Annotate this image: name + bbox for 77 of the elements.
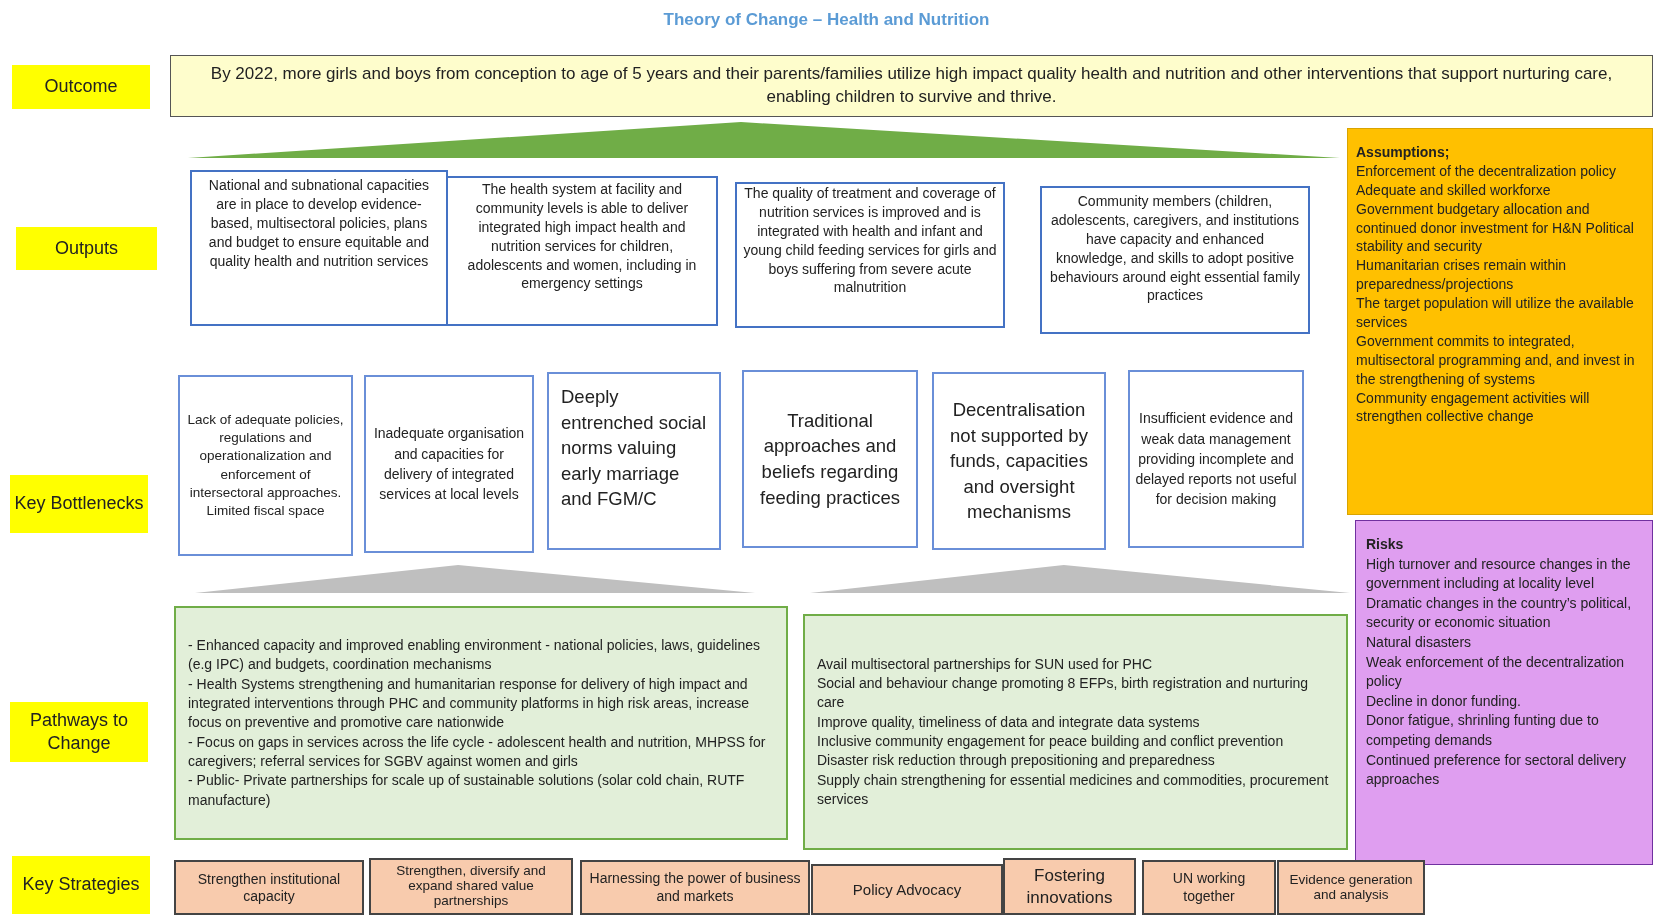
strategy-box — [1277, 860, 1425, 915]
output-box — [190, 170, 448, 326]
box-text: National and subnational capacities are in place to develop evidence-based, multisectoral policies, plans and budget to ensure equitable and quality health and nutrition services — [207, 176, 431, 271]
box-text: Improve quality, timeliness of data and integrate data systems — [817, 712, 1201, 732]
diagram-title: Theory of Change – Health and Nutrition — [663, 10, 990, 30]
row-label — [12, 856, 150, 914]
strategy-box — [580, 860, 810, 915]
pathway-box — [174, 606, 788, 840]
box-text: Donor fatigue, shrinling funting due to competing demands — [1366, 711, 1600, 750]
bottleneck-box — [547, 372, 721, 550]
box-text: Avail multisectoral partnerships for SUN used for PHC — [817, 654, 1154, 674]
strategy-box — [369, 858, 573, 915]
outcome-box — [170, 55, 1653, 117]
box-text: Humanitarian crises remain within preparedness/projections — [1356, 256, 1568, 295]
row-label-text: Outcome — [43, 76, 119, 98]
row-label-text: Pathways to Change — [28, 708, 130, 755]
box-text: - Enhanced capacity and improved enabling environment - national policies, laws, guidelines (e.g IPC) and budgets, coordination mechanisms — [188, 636, 761, 675]
output-box — [735, 182, 1005, 328]
box-text: Government budgetary allocation and continued donor investment for H&N Political stability and security — [1356, 199, 1635, 257]
box-text: Community members (children, adolescents, caregivers, and institutions have capacity and enhanced knowledge, and skills to adopt positive behaviours around eight essential family practices — [1050, 192, 1300, 306]
box-text: Community engagement activities will strengthen collective change — [1356, 388, 1591, 427]
box-text: UN working together — [1171, 870, 1247, 905]
strategy-box — [1003, 858, 1136, 915]
box-text: Insufficient evidence and weak data management providing incomplete and delayed reports not useful for decision making — [1134, 409, 1298, 510]
row-label-text: Key Strategies — [21, 873, 141, 897]
box-text: Weak enforcement of the decentralization policy — [1366, 652, 1626, 692]
box-text: - Health Systems strengthening and humanitarian response for delivery of high impact and integrated interventions through PHC and community platforms in high risk areas, increase focus on preventive and promotive care nationwide — [188, 674, 751, 733]
bottleneck-box — [742, 370, 918, 548]
row-label — [12, 65, 150, 109]
box-text: Fostering innovations — [1025, 865, 1114, 908]
box-text: Inadequate organisation and capacities for delivery of integrated services at local levels — [372, 424, 526, 505]
bottleneck-box — [178, 375, 353, 556]
box-text: Social and behaviour change promoting 8 EFPs, birth registration and nurturing care — [817, 674, 1310, 713]
output-box — [1040, 186, 1310, 334]
box-text: Policy Advocacy — [851, 880, 963, 899]
box-text: Continued preference for sectoral delivery approaches — [1366, 750, 1627, 790]
box-text: Decline in donor funding. — [1366, 691, 1522, 711]
box-text: Dramatic changes in the country’s political, security or economic situation — [1366, 593, 1633, 633]
box-text: Government commits to integrated, multisectoral programming and, and invest in the strengthening of systems — [1356, 331, 1636, 389]
box-text: Enforcement of the decentralization policy — [1356, 161, 1617, 181]
box-text: Disaster risk reduction through prepositioning and preparedness — [817, 751, 1216, 771]
strategy-box — [174, 860, 364, 915]
box-text: Deeply entrenched social norms valuing early marriage and FGM/C — [561, 385, 707, 512]
box-text: - Public- Private partnerships for scale up of sustainable solutions (solar cold chain, RUTF manufacture) — [188, 771, 746, 810]
box-text: Evidence generation and analysis — [1288, 872, 1414, 903]
row-label-text: Outputs — [53, 237, 119, 260]
box-text: Natural disasters — [1366, 632, 1473, 652]
box-text: Adequate and skilled workforxe — [1356, 180, 1552, 200]
row-label — [10, 475, 148, 533]
strategy-box — [811, 864, 1003, 915]
box-text: Strengthen institutional capacity — [196, 870, 342, 905]
output-box — [446, 176, 718, 326]
box-text: The quality of treatment and coverage of nutrition services is improved and is integrated with health and infant and young child feeding services for girls and boys suffering from severe acute malnutrition — [743, 184, 997, 298]
box-text: Inclusive community engagement for peace building and conflict prevention — [817, 732, 1285, 751]
bottleneck-box — [364, 375, 534, 553]
row-label — [16, 227, 157, 270]
box-heading: Assumptions; — [1356, 143, 1451, 162]
box-text: Decentralisation not supported by funds, capacities and oversight mechanisms — [949, 398, 1089, 525]
box-text: Lack of adequate policies, regulations and operationalization and enforcement of intersectoral approaches. Limited fiscal space — [186, 410, 345, 520]
assumptions-box — [1347, 128, 1653, 515]
bottleneck-box — [932, 372, 1106, 550]
box-text: The health system at facility and community levels is able to deliver integrated high impact health and nutrition services for children, adolescents and women, including in emergency settings — [466, 180, 698, 294]
bottleneck-box — [1128, 370, 1304, 548]
row-label — [10, 702, 148, 762]
box-text: Traditional approaches and beliefs regarding feeding practices — [759, 408, 901, 510]
box-text: By 2022, more girls and boys from conception to age of 5 years and their parents/families utilize high impact quality health and nutrition and other interventions that support nurturing care, enabling children to survive and thrive. — [209, 63, 1614, 108]
strategy-box — [1142, 860, 1276, 915]
box-text: High turnover and resource changes in the government including at locality level — [1366, 554, 1632, 594]
box-text: The target population will utilize the available services — [1356, 294, 1635, 332]
box-text: Harnessing the power of business and markets — [588, 870, 802, 905]
box-text: Supply chain strengthening for essential medicines and commodities, procurement services — [817, 770, 1330, 809]
row-label-text: Key Bottlenecks — [13, 492, 145, 516]
box-heading: Risks — [1366, 535, 1405, 554]
pathway-box — [803, 614, 1348, 850]
risks-box — [1355, 520, 1653, 865]
box-text: - Focus on gaps in services across the life cycle - adolescent health and nutrition, MHPSS for caregivers; referral services for SGBV against women and girls — [188, 732, 767, 771]
box-text: Strengthen, diversify and expand shared value partnerships — [395, 864, 547, 909]
